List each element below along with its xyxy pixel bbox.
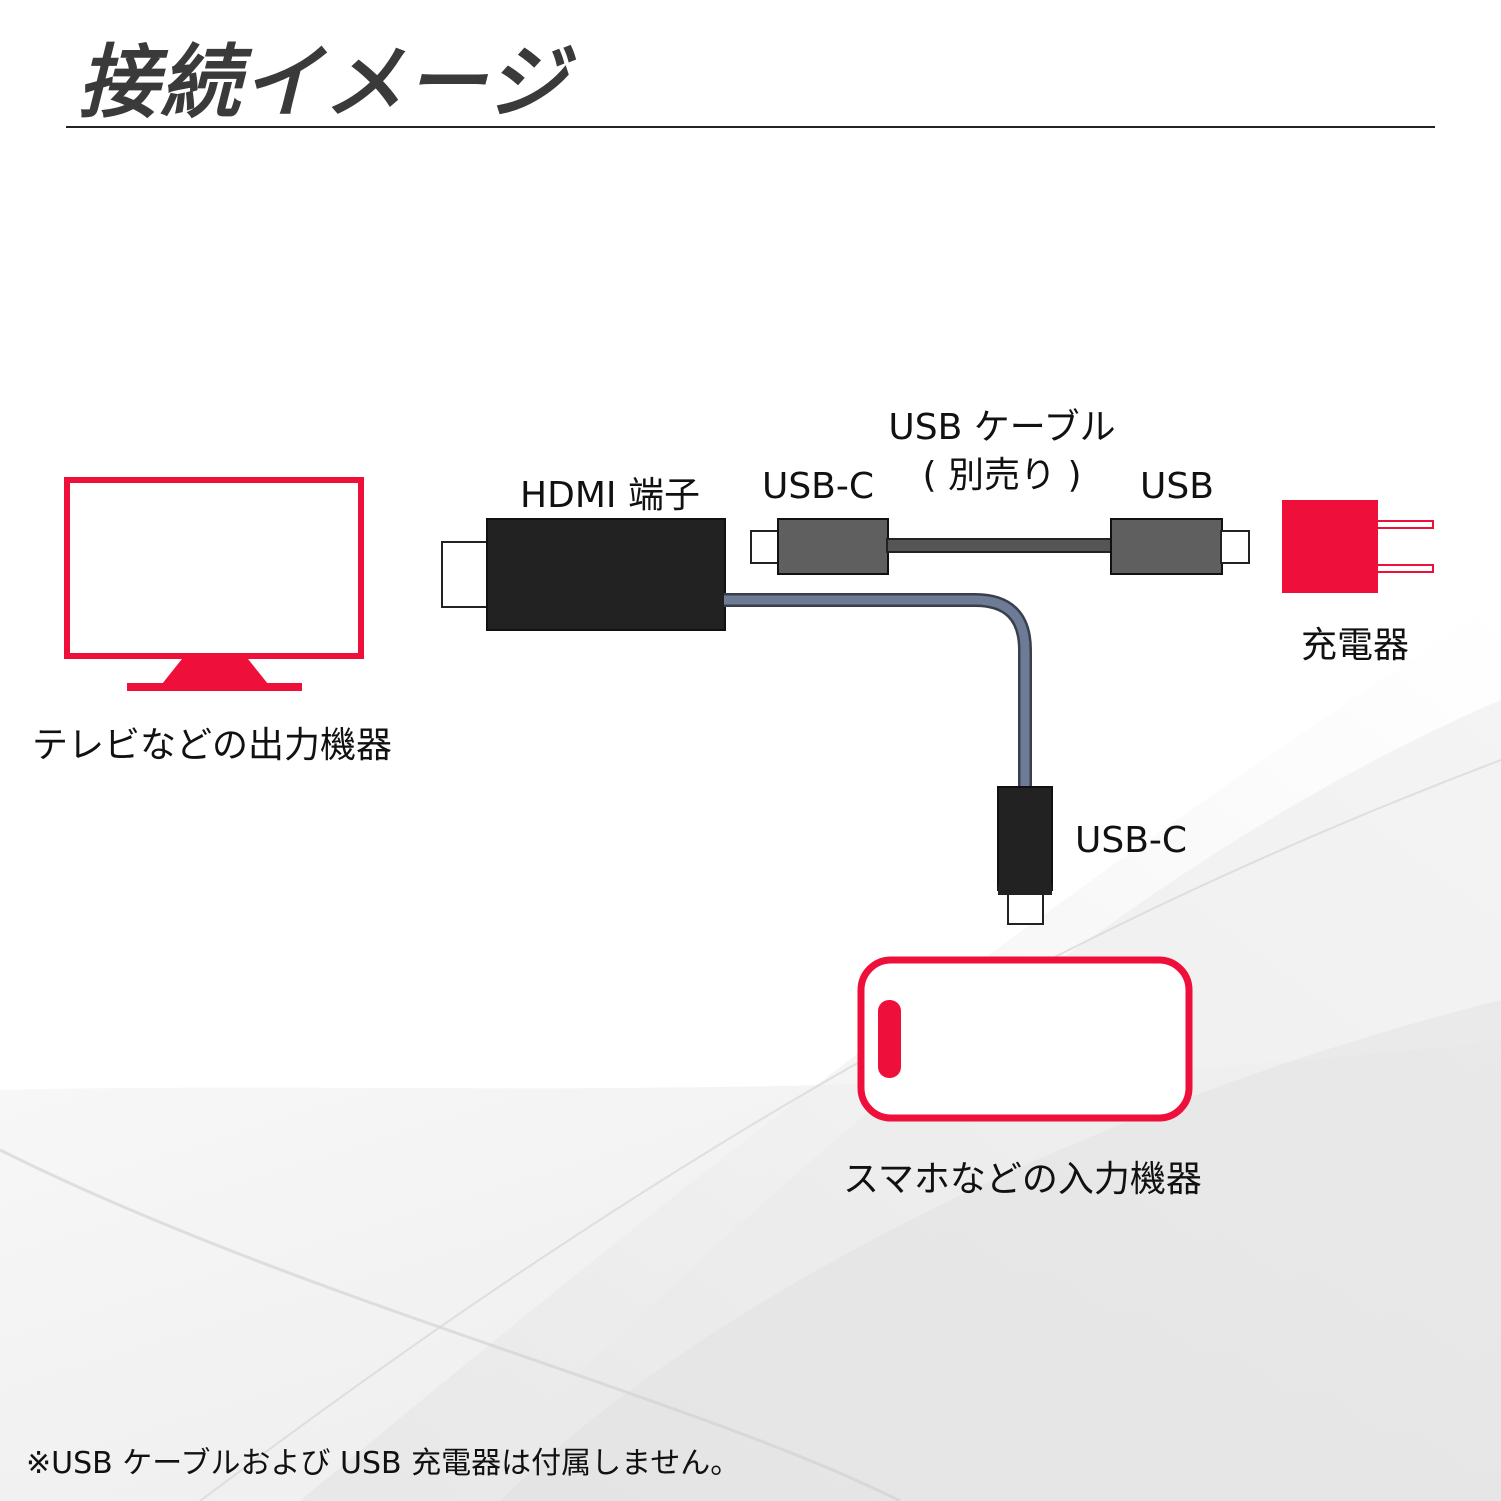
hdmi-connector [441,518,726,631]
page-title: 接続イメージ [78,36,569,129]
title-divider [66,126,1435,128]
footnote: ※USB ケーブルおよび USB 充電器は付属しません。 [26,1446,741,1481]
usbc-connector-top [750,518,889,575]
tv-label: テレビなどの出力機器 [32,725,393,766]
usb-cable-label: USB ケーブル [888,407,1116,448]
usbc-connector-bottom [997,786,1053,925]
hdmi-terminal-label: HDMI 端子 [520,475,700,516]
usb-connector [1110,518,1250,575]
usb-cable-optional-label: ( 別売り ) [922,455,1082,496]
smartphone-label: スマホなどの入力機器 [843,1159,1202,1200]
tv-icon [64,477,364,691]
usbc-bottom-label: USB-C [1075,820,1188,861]
charger-label: 充電器 [1300,625,1410,666]
usb-cable [886,538,1113,553]
main-cable [724,593,1032,790]
smartphone-icon [857,956,1193,1122]
charger-icon [1282,500,1434,593]
usbc-top-label: USB-C [761,466,875,507]
usb-label: USB [1140,466,1214,507]
